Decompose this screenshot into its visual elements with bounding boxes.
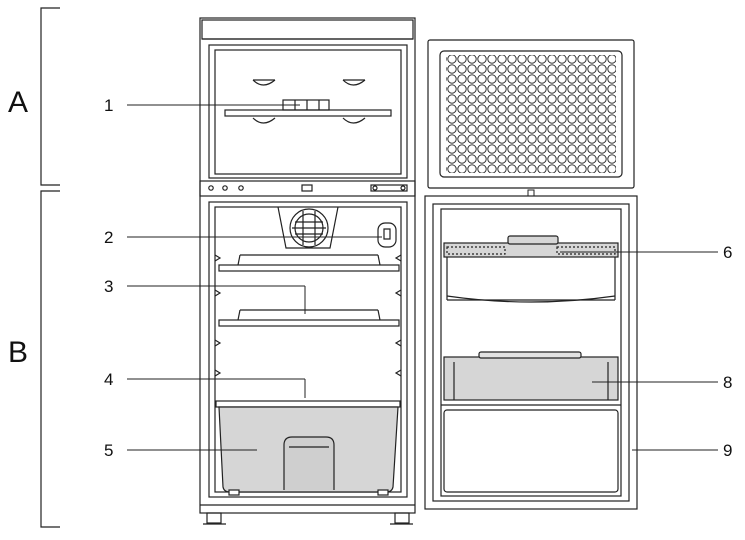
- door-hinge: [527, 189, 535, 197]
- callout-6: 6: [723, 243, 732, 262]
- callout-2: 2: [104, 228, 113, 247]
- callout-4: 4: [104, 370, 113, 389]
- bracket-b: [40, 190, 60, 528]
- crisper-drawer: [218, 406, 399, 496]
- door-bottle-shelf: [443, 351, 619, 401]
- callout-8: 8: [723, 373, 732, 392]
- door-dairy-shelf: [443, 235, 619, 258]
- section-label-b: B: [8, 336, 28, 369]
- bracket-a: [40, 7, 60, 186]
- freezer-door: [427, 39, 635, 189]
- callout-5: 5: [104, 441, 113, 460]
- callout-3: 3: [104, 277, 113, 296]
- callout-1: 1: [104, 96, 113, 115]
- section-label-a: A: [8, 86, 28, 119]
- callout-lines: [127, 104, 718, 451]
- callout-9: 9: [723, 441, 732, 460]
